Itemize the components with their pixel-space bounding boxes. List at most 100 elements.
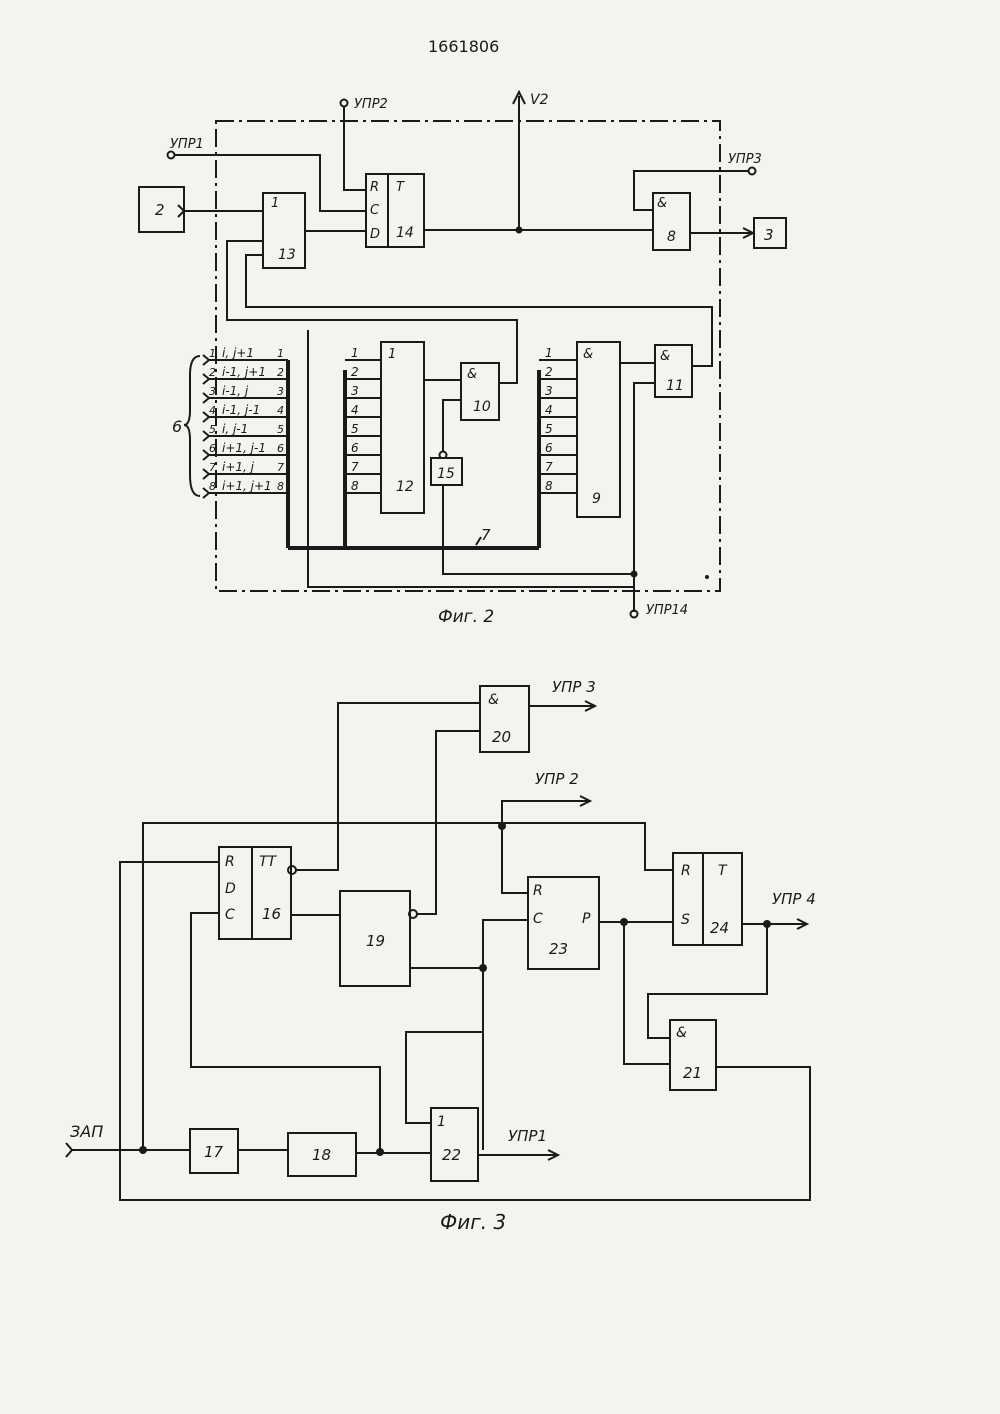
block-16-pin-d: D <box>225 881 236 897</box>
signal-upr3-out: УПР 3 <box>552 678 596 696</box>
pin-number: 6 <box>351 441 359 455</box>
pin-number: 5 <box>545 422 553 436</box>
block-10-label: 10 <box>473 399 491 415</box>
block-24-label: 24 <box>710 919 729 937</box>
input-bit-number: 8 <box>277 480 284 493</box>
input-number: 2 <box>209 366 216 379</box>
block-8-function: & <box>657 196 667 211</box>
block-22-function: 1 <box>437 1114 446 1130</box>
input-bit-number: 7 <box>277 461 284 474</box>
pin-number: 1 <box>351 346 359 360</box>
input-bit-number: 4 <box>277 404 284 417</box>
input-number: 7 <box>209 461 216 474</box>
input-number: 4 <box>209 404 216 417</box>
block-23-pin-c: C <box>533 911 543 927</box>
block-14-label: 14 <box>396 225 414 241</box>
input-bit-number: 3 <box>277 385 284 398</box>
pin-number: 7 <box>545 460 553 474</box>
block-3-label: 3 <box>764 226 774 244</box>
input-coordinate-label: i+1, j-1 <box>222 441 266 455</box>
block-12-function: 1 <box>388 347 396 362</box>
signal-upr14: УПР14 <box>646 603 688 618</box>
device-boundary <box>216 121 720 591</box>
signal-upr2: УПР2 <box>354 97 388 112</box>
pin-number: 2 <box>351 365 359 379</box>
block-8-label: 8 <box>667 229 676 245</box>
bus-7-label: 7 <box>481 526 491 544</box>
input-coordinate-label: i-1, j-1 <box>222 403 260 417</box>
block-23-pin-p: P <box>582 911 591 927</box>
pin-number: 7 <box>351 460 359 474</box>
pin-number: 1 <box>545 346 553 360</box>
block-23-pin-r: R <box>533 883 543 899</box>
block-19-label: 19 <box>366 932 385 950</box>
block-22-label: 22 <box>442 1146 461 1164</box>
block-13-label: 13 <box>278 247 296 263</box>
block-16-pin-r: R <box>225 854 235 870</box>
signal-zap: ЗАП <box>70 1122 103 1141</box>
input-number: 6 <box>209 442 216 455</box>
input-number: 5 <box>209 423 216 436</box>
input-bit-number: 1 <box>277 347 284 360</box>
block-12-inputs: 1 2 3 4 5 6 7 8 <box>345 346 381 493</box>
input-coordinate-label: i+1, j+1 <box>222 479 272 493</box>
pin-number: 8 <box>351 479 359 493</box>
block-10-function: & <box>467 367 477 382</box>
input-number: 1 <box>209 347 216 360</box>
pin-number: 4 <box>545 403 553 417</box>
block-2-label: 2 <box>155 201 165 219</box>
block-9-label: 9 <box>592 491 601 507</box>
block-20-function: & <box>488 692 499 708</box>
signal-upr1-out: УПР1 <box>508 1127 547 1145</box>
figure-2: V2 УПР2 УПР1 УПР3 2 1 13 R C D T 14 <box>139 92 786 627</box>
figure-3-caption: Фиг. 3 <box>440 1210 506 1234</box>
block-9-inputs: 1 2 3 4 5 6 7 8 <box>539 346 577 493</box>
pin-number: 3 <box>545 384 553 398</box>
signal-upr3: УПР3 <box>728 152 762 167</box>
block-20-label: 20 <box>492 728 511 746</box>
block-24-function: T <box>718 863 728 879</box>
block-16-function: TT <box>259 854 278 870</box>
input-bit-number: 6 <box>277 442 284 455</box>
block-14-pin-c: C <box>370 203 380 218</box>
block-9-function: & <box>583 347 593 362</box>
block-17-label: 17 <box>204 1143 224 1161</box>
block-16-label: 16 <box>262 905 281 923</box>
input-bit-number: 2 <box>277 366 284 379</box>
signal-upr1: УПР1 <box>170 137 204 152</box>
block-21-label: 21 <box>683 1064 702 1082</box>
input-coordinate-label: i, j+1 <box>222 346 254 360</box>
pin-number: 4 <box>351 403 359 417</box>
block-24-pin-s: S <box>681 912 690 928</box>
pin-number: 3 <box>351 384 359 398</box>
input-bit-number: 5 <box>277 423 284 436</box>
block-14-pin-d: D <box>370 227 380 242</box>
pin-number: 2 <box>545 365 553 379</box>
input-number: 8 <box>209 480 216 493</box>
input-coordinate-label: i-1, j <box>222 384 249 398</box>
figure-3: ЗАП УПР 2 R D C TT 16 19 & 20 <box>66 678 816 1234</box>
block-21-function: & <box>676 1025 687 1041</box>
group-6-label: 6 <box>172 417 182 436</box>
input-coordinate-label: i+1, j <box>222 460 255 474</box>
figure-2-caption: Фиг. 2 <box>438 607 494 627</box>
block-18-label: 18 <box>312 1146 331 1164</box>
input-coordinate-label: i-1, j+1 <box>222 365 266 379</box>
block-15-label: 15 <box>437 466 455 482</box>
block-13-function: 1 <box>271 196 279 211</box>
pin-number: 5 <box>351 422 359 436</box>
block-11-function: & <box>660 349 670 364</box>
block-12-label: 12 <box>396 479 414 495</box>
pin-number: 6 <box>545 441 553 455</box>
block-16-pin-c: C <box>225 907 235 923</box>
block-11-label: 11 <box>666 378 684 394</box>
block-14-function: T <box>396 180 405 195</box>
patent-number: 1661806 <box>428 37 499 56</box>
block-14-pin-r: R <box>370 180 379 195</box>
signal-v2: V2 <box>530 92 549 108</box>
block-23-label: 23 <box>549 940 568 958</box>
pin-number: 8 <box>545 479 553 493</box>
signal-upr4-out: УПР 4 <box>772 890 816 908</box>
block-24-pin-r: R <box>681 863 691 879</box>
